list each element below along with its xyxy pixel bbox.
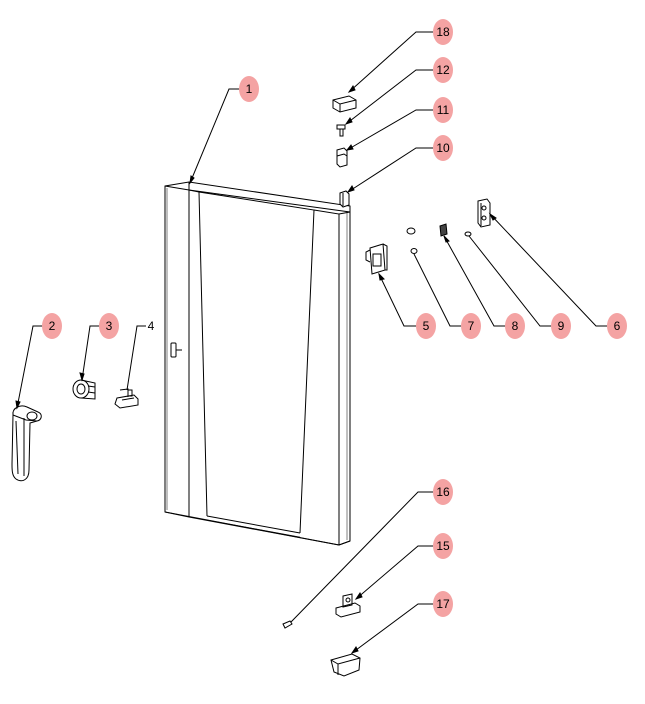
callout-1-label: 1 — [246, 82, 253, 96]
screw-part-16 — [282, 620, 293, 629]
callout-4-label: 4 — [148, 319, 155, 333]
callout-5: 5 — [416, 313, 436, 339]
callout-16: 16 — [433, 479, 453, 505]
callout-7-label: 7 — [468, 319, 475, 333]
screw-part-12 — [336, 124, 346, 137]
pin-part-9 — [464, 231, 472, 237]
callout-6-label: 6 — [614, 319, 621, 333]
pin-part-11 — [336, 147, 348, 168]
callout-8-label: 8 — [512, 319, 519, 333]
hinge-bracket-part-5 — [365, 243, 388, 275]
callout-7: 7 — [461, 313, 481, 339]
callout-12-label: 12 — [436, 63, 450, 77]
callout-1: 1 — [239, 76, 259, 102]
leader-lines — [15, 31, 609, 654]
callout-11-label: 11 — [437, 103, 450, 117]
handle-part — [11, 405, 42, 482]
bottom-cap-part-17 — [330, 653, 361, 677]
hinge-leaf-part-6 — [477, 198, 491, 228]
callout-8: 8 — [505, 313, 525, 339]
screw-part-7 — [410, 248, 418, 254]
callout-9-label: 9 — [558, 319, 565, 333]
callout-11: 11 — [433, 97, 453, 123]
callout-2: 2 — [42, 313, 62, 339]
callout-16-label: 16 — [436, 485, 450, 499]
cap-part — [332, 95, 357, 113]
plate-part-8 — [439, 223, 448, 237]
nut-part — [406, 227, 416, 235]
door-lock-hole — [170, 342, 182, 358]
callout-15-label: 15 — [436, 539, 450, 553]
callout-18-label: 18 — [436, 25, 450, 39]
lock-cylinder-part — [72, 379, 96, 400]
door-panel — [164, 181, 351, 546]
latch-bracket-part — [114, 388, 139, 409]
callout-9: 9 — [551, 313, 571, 339]
hinge-pin-part-10 — [339, 190, 350, 208]
callout-2-label: 2 — [49, 319, 56, 333]
callout-18: 18 — [433, 19, 453, 45]
callout-17-label: 17 — [436, 597, 450, 611]
callout-5-label: 5 — [423, 319, 430, 333]
callout-10: 10 — [433, 135, 453, 161]
callout-10-label: 10 — [436, 141, 450, 155]
callout-15: 15 — [433, 533, 453, 559]
bottom-bracket-part-15 — [335, 593, 361, 618]
callout-3-label: 3 — [106, 319, 113, 333]
callout-3: 3 — [99, 313, 119, 339]
callout-17: 17 — [433, 591, 453, 617]
callout-6: 6 — [607, 313, 627, 339]
callouts: 1 2 3 4 5 6 7 8 9 — [42, 19, 627, 617]
callout-4: 4 — [148, 319, 155, 333]
callout-12: 12 — [433, 57, 453, 83]
